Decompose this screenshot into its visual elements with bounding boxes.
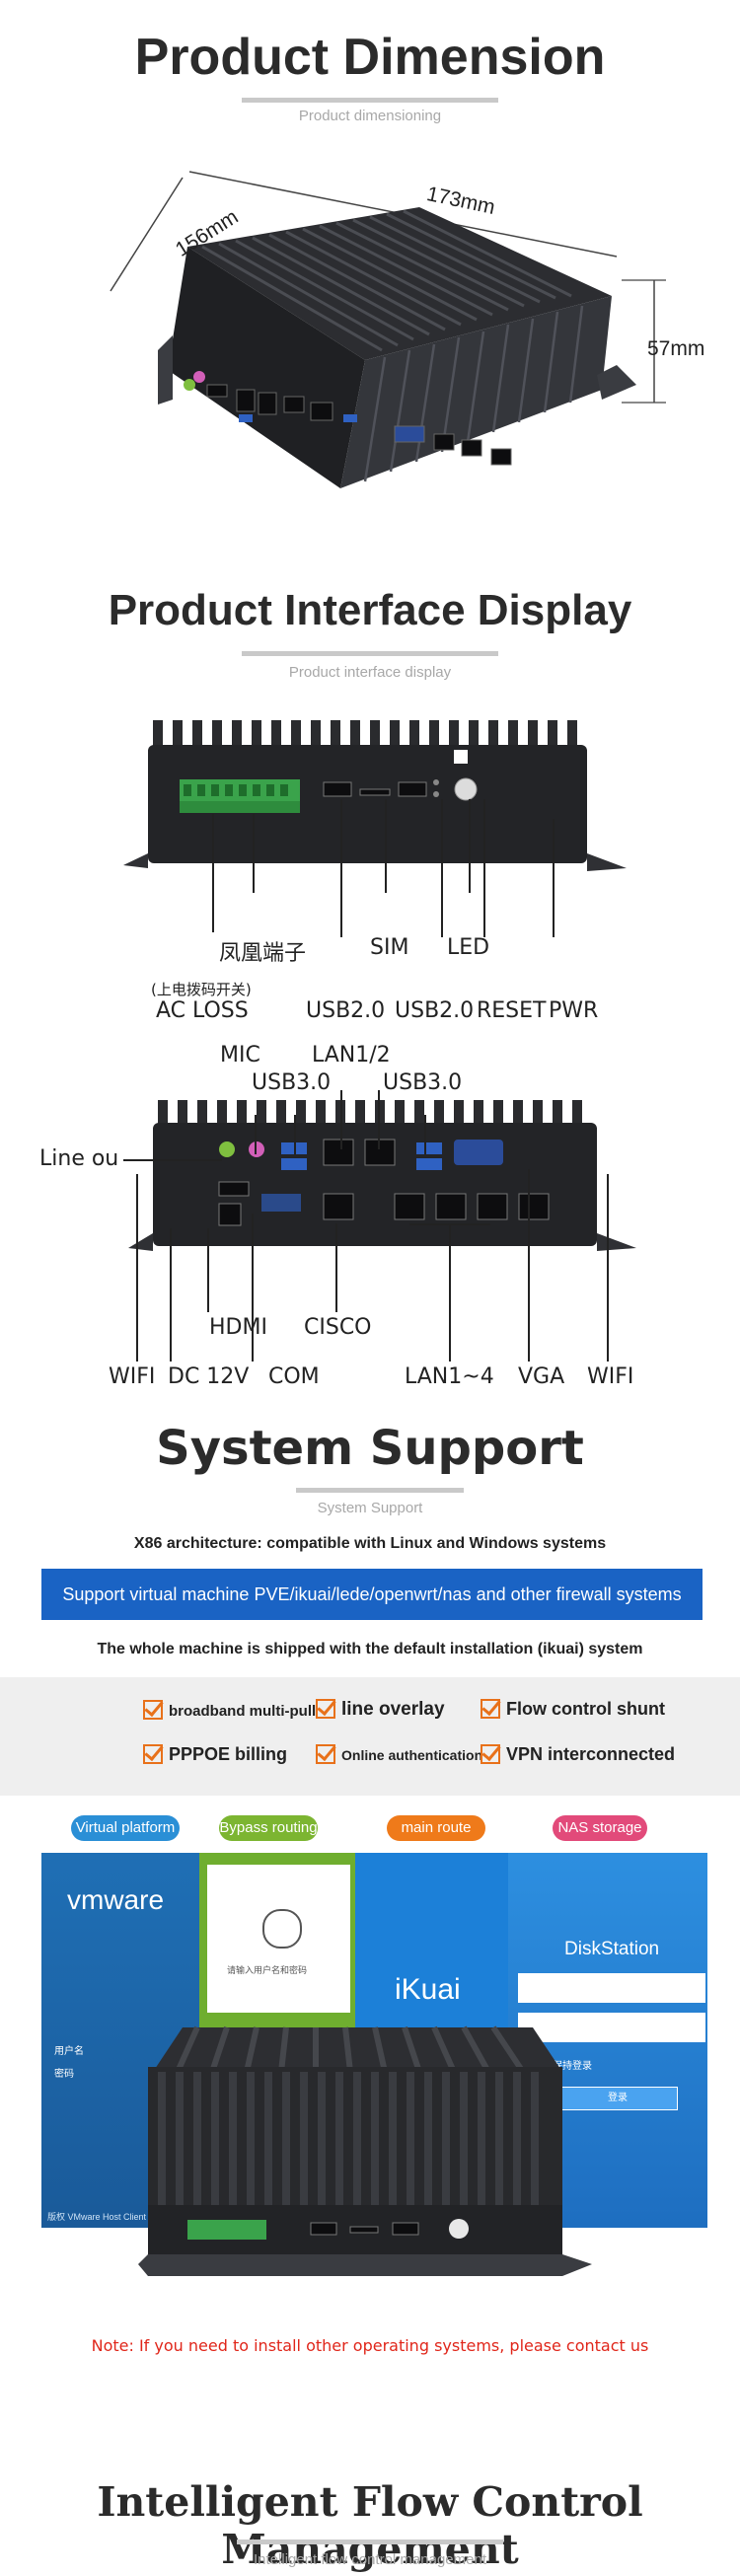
compat-line: X86 architecture: compatible with Linux … [133, 1535, 607, 1552]
leader-phoenix [253, 814, 255, 893]
title-underline [296, 1488, 464, 1493]
leader-lan12 [340, 1090, 342, 1149]
leader-lan14-bar [409, 1223, 490, 1225]
label-line-out: Line ou [39, 1146, 119, 1171]
dimension-height: 57mm [647, 337, 705, 360]
device-front-photo [138, 2025, 592, 2276]
vmware-footer: 版权 VMware Host Client [47, 2212, 147, 2222]
label-phoenix-terminal: 凤凰端子 [219, 941, 307, 966]
platform-main-route: main route [387, 1815, 485, 1841]
leader-dc [170, 1228, 172, 1362]
leader-vga [528, 1169, 530, 1362]
leader-usb3-left [294, 1115, 296, 1154]
feature-pppoe: PPPOE billing [143, 1744, 287, 1765]
label-usb3-right: USB3.0 [383, 1070, 463, 1095]
leader-ac-loss [212, 814, 214, 932]
section-subtitle-interface: Product interface display [288, 664, 452, 681]
install-note: Note: If you need to install other opera… [91, 2336, 649, 2355]
label-hdmi: HDMI [209, 1315, 267, 1340]
leader-line-out [123, 1159, 222, 1161]
label-vga: VGA [518, 1364, 565, 1389]
label-sim: SIM [370, 935, 409, 960]
leader-sim [385, 799, 387, 893]
label-lan1-2: LAN1/2 [312, 1043, 391, 1067]
feature-line-overlay: line overlay [316, 1699, 445, 1721]
check-icon [143, 1700, 163, 1720]
feature-flow-control: Flow control shunt [481, 1699, 665, 1720]
platform-bypass: Bypass routing [219, 1815, 318, 1841]
platform-virtual: Virtual platform [71, 1815, 180, 1841]
label-cisco: CISCO [304, 1315, 372, 1340]
platform-nas: NAS storage [553, 1815, 647, 1841]
leader-mic [255, 1115, 257, 1154]
diskstation-user-field [518, 1973, 705, 2003]
leader-hdmi [207, 1228, 209, 1312]
feature-vpn: VPN interconnected [481, 1744, 675, 1765]
label-wifi-right: WIFI [587, 1364, 634, 1389]
section-title-system: System Support [156, 1421, 584, 1476]
check-icon [316, 1744, 335, 1764]
leader-com [252, 1214, 254, 1362]
label-dc-12v: DC 12V [168, 1364, 250, 1389]
leader-usb-right [441, 799, 443, 937]
label-power-note: (上电拨码开关) [151, 981, 252, 998]
vm-support-banner: Support virtual machine PVE/ikuai/lede/o… [41, 1569, 703, 1620]
label-wifi-left: WIFI [109, 1364, 156, 1389]
label-lan1-4: LAN1~4 [405, 1364, 494, 1389]
diskstation-pass-field [518, 2013, 705, 2042]
check-icon [316, 1699, 335, 1719]
router-prompt: 请输入用户名和密码 [227, 1965, 308, 1975]
check-icon [143, 1744, 163, 1764]
diskstation-login-button: 登录 [557, 2087, 678, 2110]
label-usb2-right: USB2.0 [395, 998, 475, 1023]
label-com: COM [268, 1364, 320, 1389]
leader-lan12b [378, 1090, 380, 1149]
check-icon [481, 1699, 500, 1719]
section-subtitle-dimension: Product dimensioning [298, 108, 442, 124]
vmware-user-label: 用户名 [54, 2046, 84, 2057]
rear-panel-illustration [128, 1100, 636, 1251]
label-usb2-left: USB2.0 [306, 998, 386, 1023]
front-panel-illustration [123, 720, 627, 871]
leader-wifi-left [136, 1174, 138, 1362]
feature-broadband: broadband multi-pull [143, 1700, 316, 1720]
leader-usb3-right [424, 1115, 426, 1154]
leader-cisco [335, 1223, 337, 1312]
vmware-logo: vmware [67, 1884, 165, 1915]
label-pwr: PWR [549, 998, 599, 1023]
feature-online-auth: Online authentication [316, 1744, 482, 1764]
label-usb3-left: USB3.0 [252, 1070, 332, 1095]
section-subtitle-system: System Support [317, 1500, 423, 1516]
check-icon [481, 1744, 500, 1764]
router-icon [262, 1909, 302, 1949]
leader-led [469, 799, 471, 893]
label-led: LED [447, 935, 490, 960]
section-subtitle-flow-control: Intelligent flow control management [254, 2551, 486, 2568]
label-reset: RESET [477, 998, 547, 1023]
vmware-pass-label: 密码 [54, 2069, 74, 2080]
title-underline [242, 98, 498, 103]
leader-pwr [553, 819, 555, 937]
section-title-flow-control: Intelligent Flow Control Management [97, 2478, 643, 2573]
device-dimension-illustration [110, 171, 666, 488]
label-mic: MIC [220, 1043, 260, 1067]
leader-reset [483, 799, 485, 937]
ikuai-logo: iKuai [395, 1973, 461, 2006]
default-install-line: The whole machine is shipped with the de… [97, 1641, 643, 1657]
section-title-dimension: Product Dimension [134, 29, 606, 86]
diskstation-title: DiskStation [564, 1939, 660, 1959]
section-title-interface: Product Interface Display [108, 586, 632, 634]
leader-wifi-right [607, 1174, 609, 1362]
diskstation-remember: 保持登录 [553, 2061, 592, 2072]
leader-lan14 [449, 1223, 451, 1362]
leader-usb-left [340, 799, 342, 937]
title-underline [237, 2539, 503, 2544]
title-underline [242, 651, 498, 656]
label-ac-loss: AC LOSS [156, 998, 249, 1023]
features-band [0, 1677, 740, 1796]
